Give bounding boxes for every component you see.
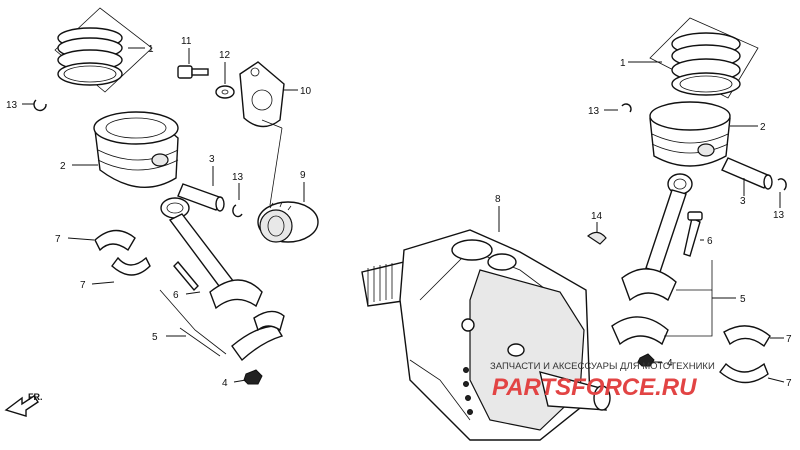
- woodruff-key-14: [586, 231, 607, 245]
- callout-7-left-b: 7: [80, 280, 86, 291]
- callout-13-left-a: 13: [6, 100, 18, 111]
- nut-4-left: [243, 369, 263, 385]
- bearing-right-upper: [723, 325, 771, 348]
- piston-rings-left: [54, 7, 153, 93]
- callout-7-right-b: 7: [786, 378, 792, 389]
- rod-cap-right: [611, 316, 669, 346]
- direction-label: FR.: [28, 392, 43, 402]
- rod-bolt-right: [683, 211, 703, 257]
- callout-2-right: 2: [760, 122, 766, 133]
- callout-13-right-b: 13: [773, 210, 785, 221]
- callout-8-center: 8: [495, 194, 501, 205]
- callout-14-right: 14: [591, 211, 603, 222]
- callout-6-left: 6: [173, 290, 179, 301]
- piston-pin-clip-right-2: [777, 178, 787, 191]
- bearing-right-lower: [719, 362, 769, 384]
- callout-7-left-a: 7: [55, 234, 61, 245]
- bearing-left-lower: [111, 256, 151, 276]
- rod-bolt-left: [173, 260, 199, 292]
- front-direction-arrow: FR.: [4, 392, 43, 417]
- callout-7-right-a: 7: [786, 334, 792, 345]
- gear-9: [257, 201, 319, 243]
- callout-10-left: 10: [300, 86, 312, 97]
- callout-5-left: 5: [152, 332, 158, 343]
- connecting-rod-left: [160, 197, 263, 310]
- rod-cap-left: [231, 310, 285, 362]
- washer-12: [215, 85, 235, 99]
- callout-6-right: 6: [707, 236, 713, 247]
- piston-left: [93, 111, 179, 188]
- callout-1-right: 1: [620, 58, 626, 69]
- callout-3-right: 3: [740, 196, 746, 207]
- watermark: ЗАПЧАСТИ И АКСЕССУАРЫ ДЛЯ МОТОТЕХНИКИ PA…: [490, 361, 715, 401]
- piston-pin-clip-left: [33, 99, 47, 112]
- bearing-left-upper: [94, 229, 136, 252]
- piston-pin-left: [177, 183, 225, 212]
- connecting-rod-right: [621, 173, 693, 302]
- callout-13-left-b: 13: [232, 172, 244, 183]
- callout-4-right: 4: [667, 358, 673, 369]
- watermark-brand: PARTSFORCE.RU: [492, 374, 697, 401]
- piston-pin-right: [721, 157, 773, 190]
- callout-13-right-a: 13: [588, 106, 600, 117]
- piston-rings-right: [649, 17, 759, 99]
- watermark-tagline: ЗАПЧАСТИ И АКСЕССУАРЫ ДЛЯ МОТОТЕХНИКИ: [490, 361, 715, 372]
- plate-10: [239, 61, 285, 128]
- callout-11-left: 11: [181, 36, 192, 47]
- callout-2-left: 2: [60, 161, 66, 172]
- piston-right: [649, 101, 731, 167]
- callout-3-left: 3: [209, 154, 215, 165]
- callout-4-left: 4: [222, 378, 228, 389]
- callout-1-left: 1: [148, 44, 154, 55]
- callout-12-left: 12: [219, 50, 231, 61]
- nut-4-right: [637, 353, 655, 367]
- piston-pin-clip-left-2: [232, 204, 243, 218]
- callout-5-right: 5: [740, 294, 746, 305]
- piston-pin-clip-right: [621, 103, 632, 113]
- bolt-11: [177, 65, 209, 79]
- crankshaft-8: [361, 229, 611, 441]
- callout-9-left: 9: [300, 170, 306, 181]
